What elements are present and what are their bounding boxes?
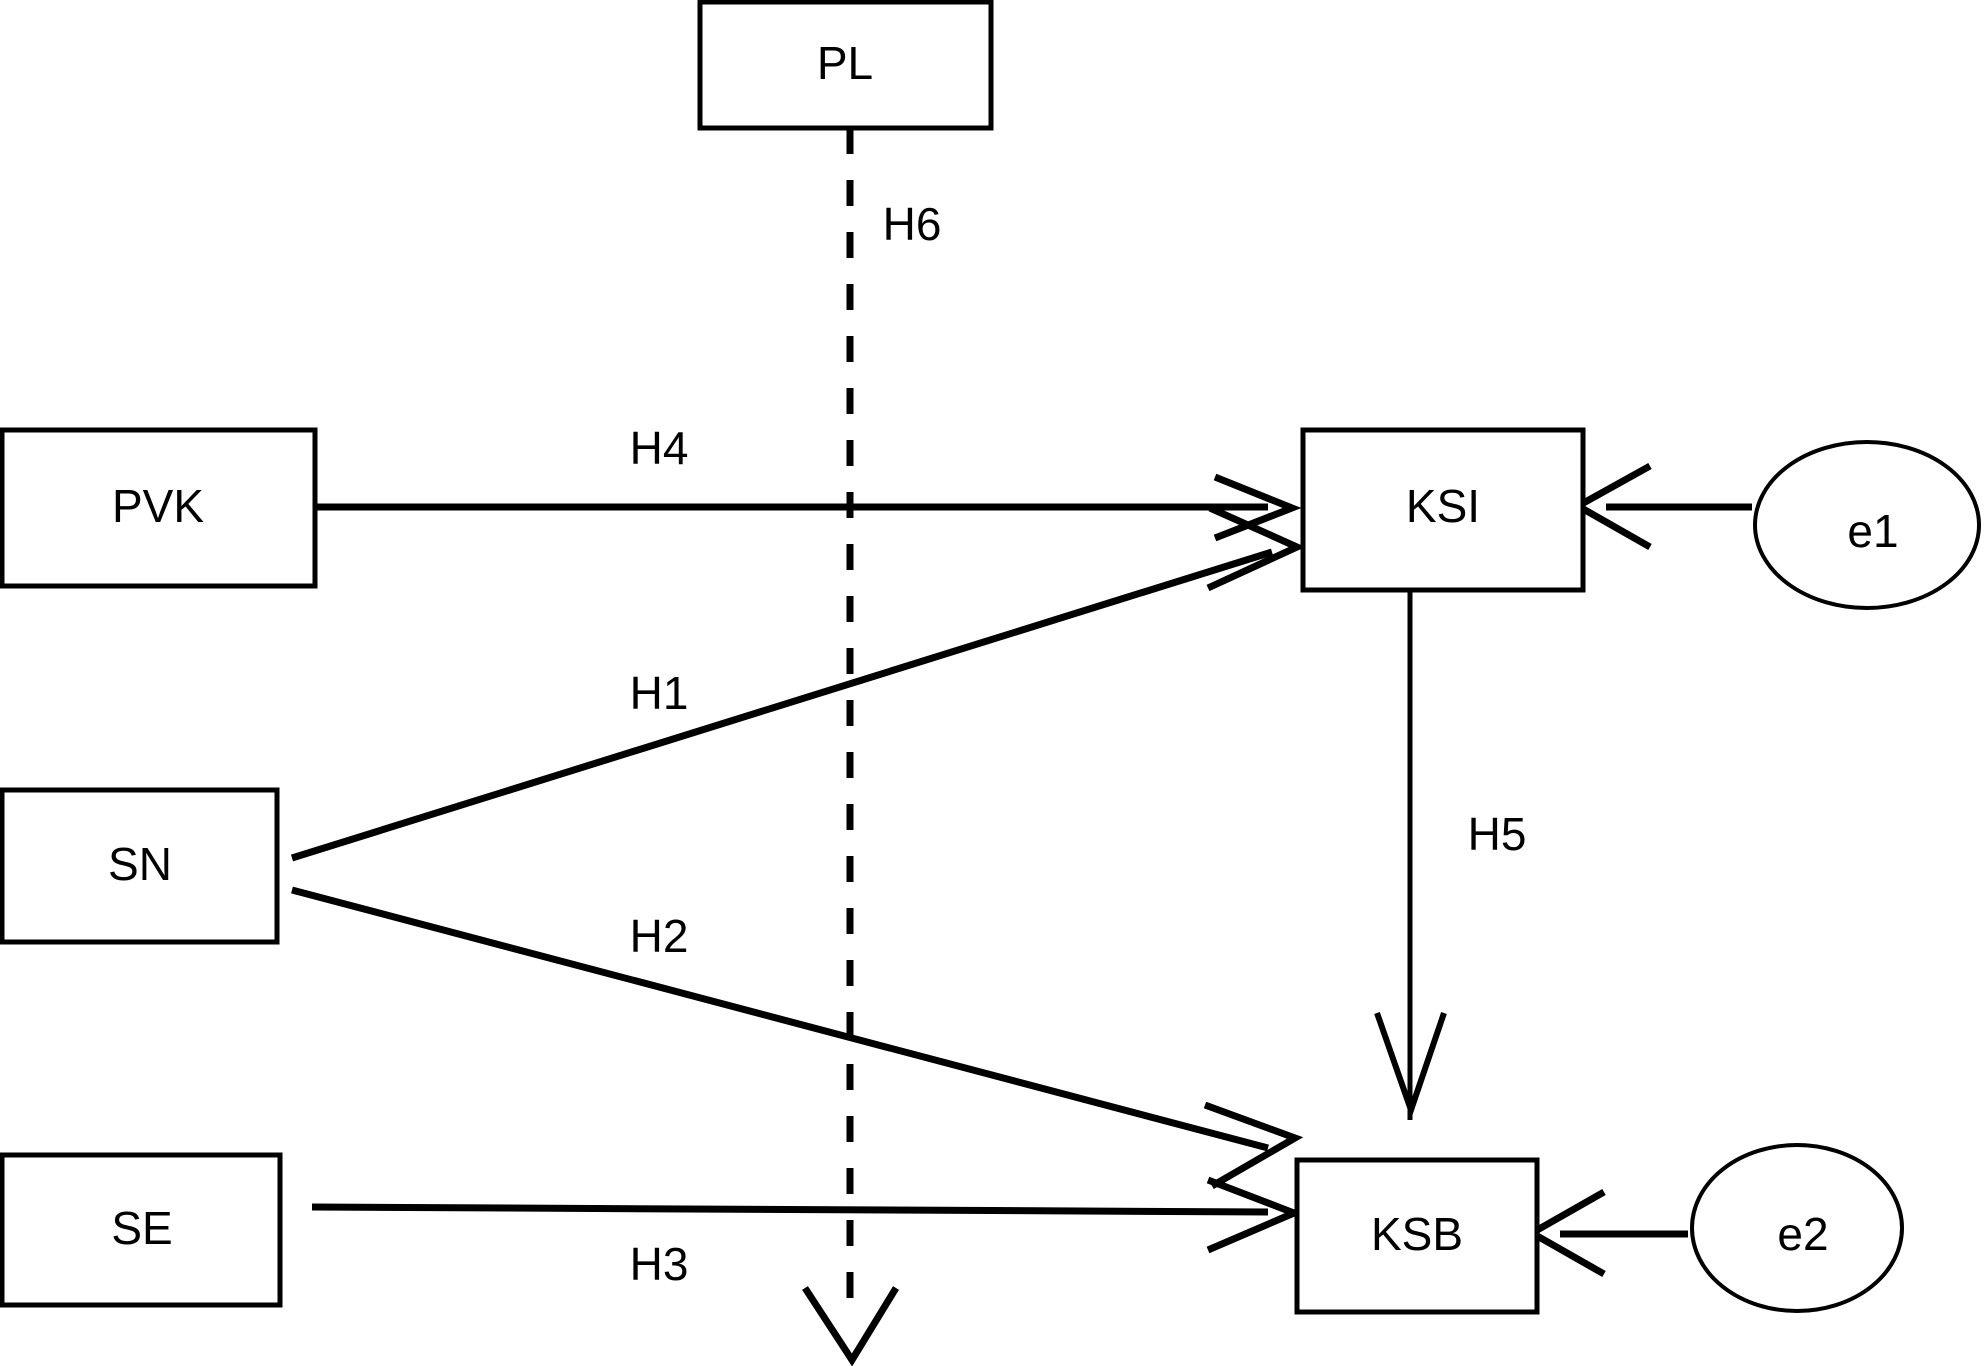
node-pvk-box[interactable]: [0, 427, 318, 589]
edge-e2-hitarea[interactable]: [1532, 1213, 1694, 1255]
node-ksb-box[interactable]: [1294, 1157, 1540, 1315]
edge-h3-arrowhead: [1206, 1176, 1304, 1254]
edge-label-h6: H6: [883, 198, 942, 250]
edge-h2-hitarea[interactable]: [292, 890, 1268, 1148]
edge-h1-line: [290, 548, 1274, 862]
edge-h2[interactable]: H2: [291, 886, 1304, 1190]
edge-h1[interactable]: H1: [290, 504, 1306, 862]
edge-h3[interactable]: H3: [311, 1176, 1304, 1290]
node-pl-box[interactable]: [697, 0, 994, 131]
edge-label-h1: H1: [630, 667, 689, 719]
edge-h1-hitarea[interactable]: [292, 552, 1272, 858]
node-e2[interactable]: e2: [1690, 1143, 1904, 1313]
node-e2-ellipse[interactable]: [1690, 1143, 1904, 1313]
node-sn[interactable]: SN: [0, 787, 280, 945]
edge-e1-to-ksi[interactable]: [1570, 462, 1758, 551]
edge-label-h2: H2: [630, 910, 689, 962]
edge-h4[interactable]: H4: [315, 422, 1302, 542]
edge-e1-hitarea[interactable]: [1578, 486, 1758, 528]
edge-h1-arrowhead: [1206, 504, 1306, 592]
edge-h4-arrowhead: [1213, 473, 1302, 542]
edge-h4-hitarea[interactable]: [315, 487, 1275, 527]
edge-h6[interactable]: H6: [802, 128, 942, 1366]
edge-h6-arrowhead: [802, 1286, 899, 1366]
node-e1-ellipse[interactable]: [1753, 440, 1981, 610]
node-ksi[interactable]: KSI: [1300, 427, 1586, 593]
edge-h3-hitarea[interactable]: [312, 1190, 1272, 1230]
edge-h6-hitarea[interactable]: [824, 128, 878, 1360]
edge-h5[interactable]: H5: [1374, 592, 1527, 1120]
node-se-box[interactable]: [0, 1152, 283, 1308]
node-sn-box[interactable]: [0, 787, 280, 945]
node-pvk[interactable]: PVK: [0, 427, 318, 589]
node-ksb[interactable]: KSB: [1294, 1157, 1540, 1315]
edge-label-h4: H4: [630, 422, 689, 474]
edge-h2-arrowhead: [1203, 1101, 1304, 1190]
node-e1[interactable]: e1: [1753, 440, 1981, 610]
edge-label-h5: H5: [1468, 808, 1527, 860]
node-pl[interactable]: PL: [697, 0, 994, 131]
edge-h5-hitarea[interactable]: [1388, 592, 1434, 1120]
edge-label-h3: H3: [630, 1238, 689, 1290]
node-ksi-box[interactable]: [1300, 427, 1586, 593]
edge-h5-arrowhead: [1374, 1012, 1447, 1120]
node-se[interactable]: SE: [0, 1152, 283, 1308]
edge-h3-line: [311, 1203, 1269, 1216]
edge-h2-line: [291, 886, 1269, 1152]
edge-e2-to-ksb[interactable]: [1524, 1188, 1694, 1278]
